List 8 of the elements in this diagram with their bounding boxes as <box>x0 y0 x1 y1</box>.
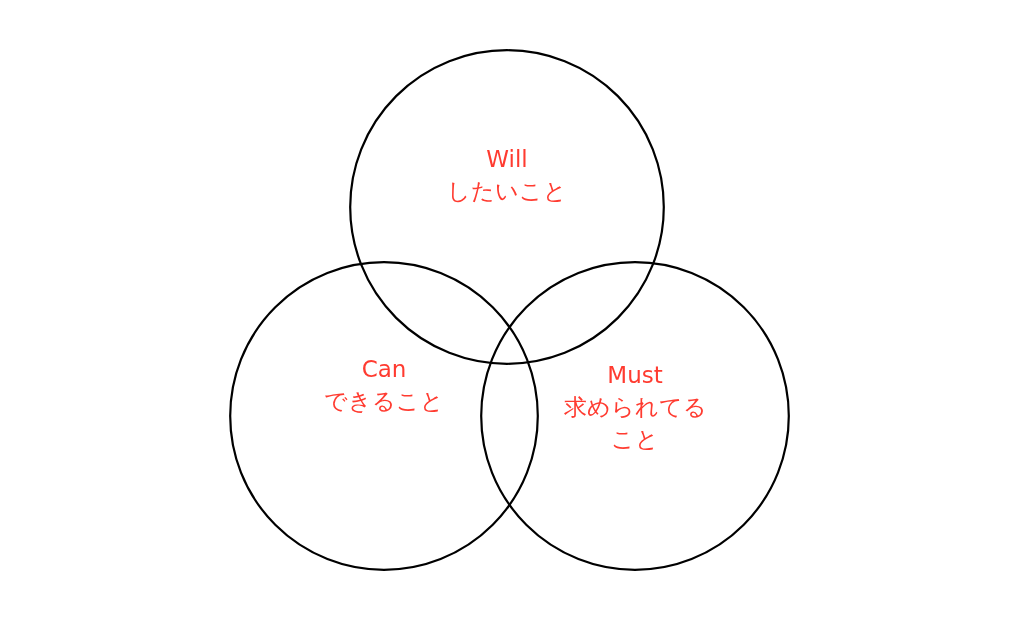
category-title: Can <box>361 355 407 384</box>
category-description: したいこと <box>447 177 567 207</box>
venn-circle <box>480 261 790 571</box>
category-title: Will <box>486 145 528 175</box>
category-description: 求められてること <box>562 392 708 454</box>
venn-circle <box>229 261 539 571</box>
category-description: できること <box>324 387 444 416</box>
category-title: Must <box>607 360 663 390</box>
